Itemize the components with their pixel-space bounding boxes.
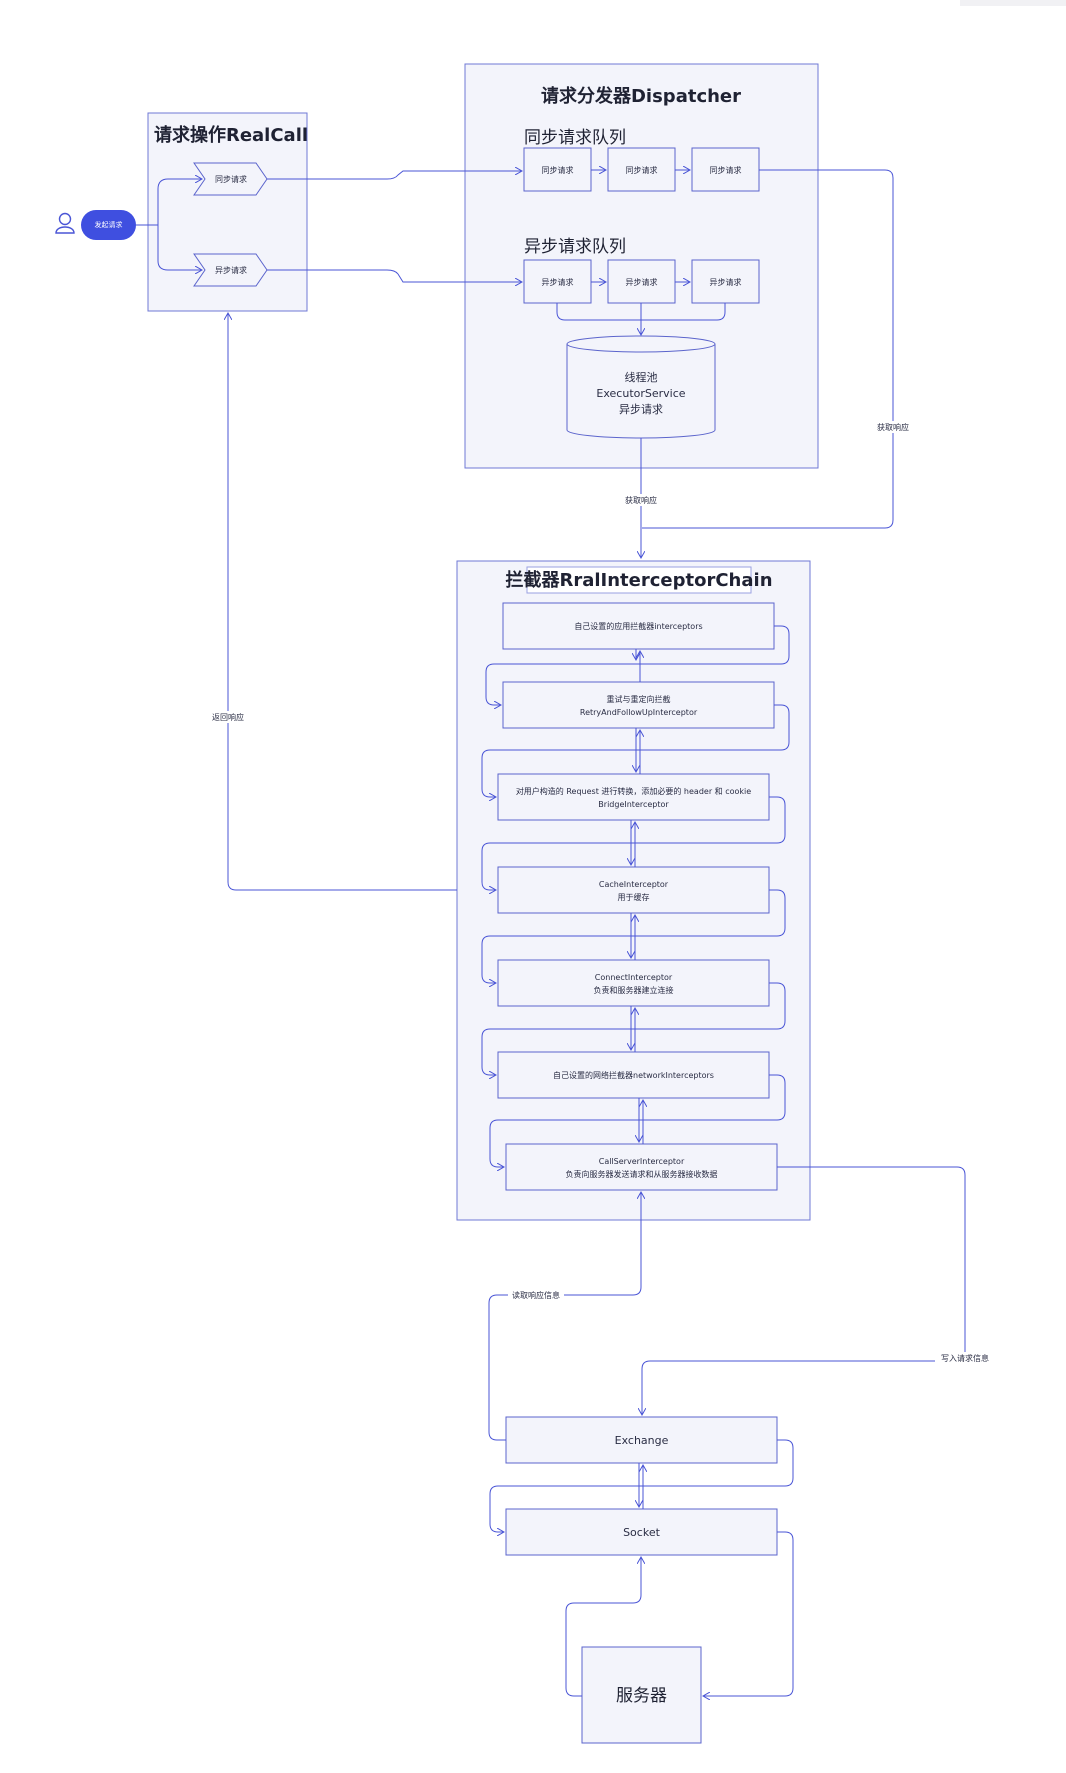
label-bg <box>619 494 663 506</box>
interceptor-box <box>497 959 770 1007</box>
async-queue-item-label: 异步请求 <box>710 277 742 287</box>
user-icon <box>55 212 75 234</box>
sync-queue-item <box>523 147 592 192</box>
edge-return-response <box>228 313 457 891</box>
pool-label-line: ExecutorService <box>596 387 685 400</box>
send-request-button[interactable] <box>81 210 136 240</box>
interceptor-box <box>505 1143 778 1191</box>
sync-queue-item <box>607 147 676 192</box>
edge-socket-to-server <box>703 1531 794 1696</box>
async-queue-item-label: 异步请求 <box>626 277 658 287</box>
interceptor-label: 负责向服务器发送请求和从服务器接收数据 <box>566 1169 718 1179</box>
label-bg <box>935 1352 995 1364</box>
thread-pool-cylinder <box>566 335 716 439</box>
server-label: 服务器 <box>616 1686 667 1706</box>
edge-label-get-response: 获取响应 <box>625 495 657 505</box>
async-queue-title: 异步请求队列 <box>524 237 626 257</box>
edge-chain-forward <box>481 982 786 1075</box>
sync-queue-title: 同步请求队列 <box>524 128 626 148</box>
interceptor-box <box>497 773 770 821</box>
realcall-async-step <box>193 253 268 287</box>
realcall-async-label: 异步请求 <box>215 265 247 275</box>
realcall-sync-label: 同步请求 <box>215 174 247 184</box>
exchange-label: Exchange <box>615 1434 669 1447</box>
label-bg <box>508 1289 564 1301</box>
edge-realcall-sync-to-queue <box>267 171 522 180</box>
async-queue-item-label: 异步请求 <box>542 277 574 287</box>
interceptor-box <box>497 866 770 914</box>
edge-chain-forward <box>489 1074 786 1167</box>
sync-queue-item-label: 同步请求 <box>710 165 742 175</box>
realcall-sync-step <box>193 162 268 196</box>
edge-label-write-request: 写入请求信息 <box>941 1353 989 1363</box>
interceptor-label: CacheInterceptor <box>599 880 669 889</box>
interceptor-box <box>497 1051 770 1099</box>
edge-label-return-response: 返回响应 <box>212 712 244 722</box>
edge-chain-forward <box>485 625 790 705</box>
interceptor-label: 对用户构造的 Request 进行转换，添加必要的 header 和 cooki… <box>516 786 751 796</box>
edge-chain-forward <box>481 889 786 983</box>
corner-shadow <box>960 0 1066 6</box>
interceptor-label: 负责和服务器建立连接 <box>594 985 674 995</box>
interceptor-label: RetryAndFollowUpInterceptor <box>580 708 698 717</box>
realcall-title: 请求操作RealCall <box>154 124 308 146</box>
server-box <box>581 1646 702 1744</box>
sync-queue-item <box>691 147 760 192</box>
send-request-label: 发起请求 <box>95 220 123 229</box>
label-bg <box>871 421 915 433</box>
chain-title: 拦截器RralInterceptorChain <box>505 569 772 591</box>
interceptor-label: 用于缓存 <box>618 892 650 902</box>
edge-sync-response <box>642 169 894 529</box>
interceptor-label: CallServerInterceptor <box>599 1157 685 1166</box>
interceptor-label: BridgeInterceptor <box>598 800 669 809</box>
async-queue-item <box>607 259 676 304</box>
edge-realcall-async-to-queue <box>267 269 522 282</box>
pool-label-line: 线程池 <box>625 370 658 384</box>
edge-read-response <box>488 1192 641 1441</box>
edge-chain-forward <box>481 796 786 890</box>
interceptor-label: 自己设置的应用拦截器interceptors <box>574 621 702 631</box>
chain-title-frame <box>526 566 752 594</box>
interceptor-label: 自己设置的网络拦截器networkInterceptors <box>553 1070 714 1080</box>
exchange-box <box>505 1416 778 1464</box>
sync-queue-item-label: 同步请求 <box>626 165 658 175</box>
edge-label-get-response: 获取响应 <box>877 422 909 432</box>
interceptor-box <box>502 681 775 729</box>
interceptor-label: ConnectInterceptor <box>595 973 673 982</box>
edge-to-async <box>157 225 202 270</box>
pool-label-line: 异步请求 <box>619 403 663 416</box>
edge-server-to-socket <box>565 1557 641 1697</box>
async-queue-item <box>691 259 760 304</box>
socket-label: Socket <box>623 1526 661 1539</box>
edge-to-sync <box>157 179 202 225</box>
edge-label-read-response: 读取响应信息 <box>512 1290 560 1300</box>
interceptor-label: 重试与重定向拦截 <box>607 694 671 704</box>
dispatcher-title: 请求分发器Dispatcher <box>541 85 741 107</box>
edge-exchange-to-socket <box>489 1439 794 1532</box>
sync-queue-item-label: 同步请求 <box>542 165 574 175</box>
label-bg <box>206 711 250 723</box>
